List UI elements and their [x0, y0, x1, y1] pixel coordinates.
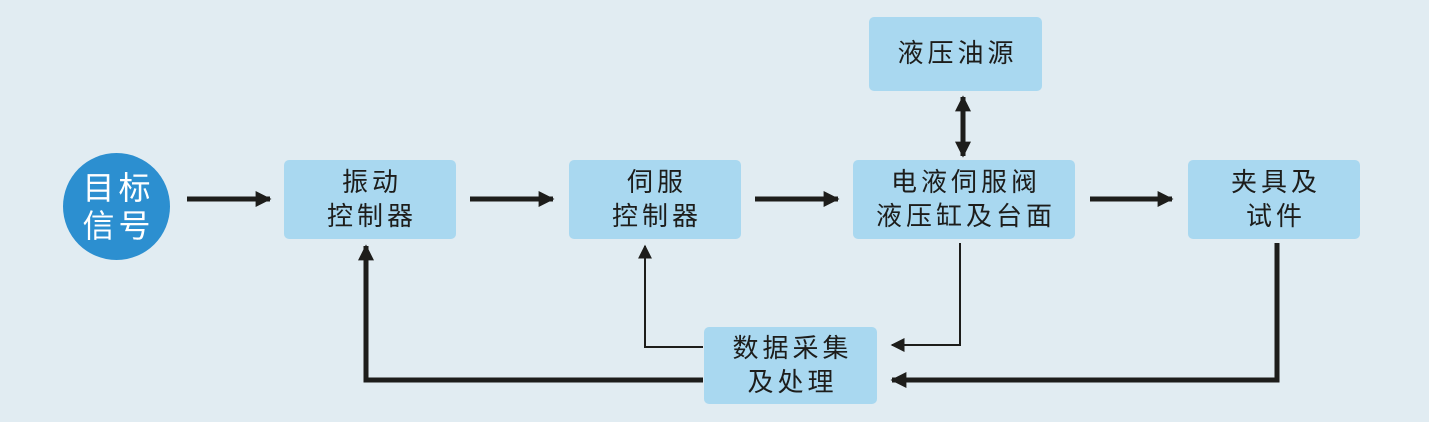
hydraulic-source-label: 液压油源	[897, 39, 1018, 69]
servo-controller-line1: 伺服	[626, 167, 687, 198]
arrow-valve-to-data	[890, 243, 961, 352]
servo-controller-box: 伺服 控制器	[569, 160, 741, 239]
target-signal-line1: 目标	[82, 168, 155, 207]
data-acquisition-line1: 数据采集	[732, 333, 853, 364]
servo-valve-table-line2: 液压缸及台面	[875, 201, 1056, 232]
fixture-specimen-line1: 夹具及	[1230, 167, 1321, 198]
vibration-controller-line2: 控制器	[326, 201, 417, 232]
servo-valve-table-line1: 电液伺服阀	[890, 167, 1041, 198]
vibration-controller-line1: 振动	[341, 167, 402, 198]
fixture-specimen-line2: 试件	[1245, 201, 1306, 232]
arrow-data-to-servo	[638, 244, 703, 348]
arrow-data-to-vibration	[357, 244, 703, 383]
servo-valve-table-box: 电液伺服阀 液压缸及台面	[853, 160, 1075, 239]
data-acquisition-line2: 及处理	[747, 367, 838, 398]
target-signal-node: 目标 信号	[63, 153, 170, 260]
data-acquisition-box: 数据采集 及处理	[704, 327, 877, 404]
hydraulic-source-box: 液压油源	[869, 17, 1042, 91]
vibration-controller-box: 振动 控制器	[284, 160, 456, 239]
arrow-fixture-to-data	[890, 243, 1280, 389]
fixture-specimen-box: 夹具及 试件	[1188, 160, 1360, 239]
target-signal-line2: 信号	[82, 206, 155, 245]
servo-controller-line2: 控制器	[611, 201, 702, 232]
